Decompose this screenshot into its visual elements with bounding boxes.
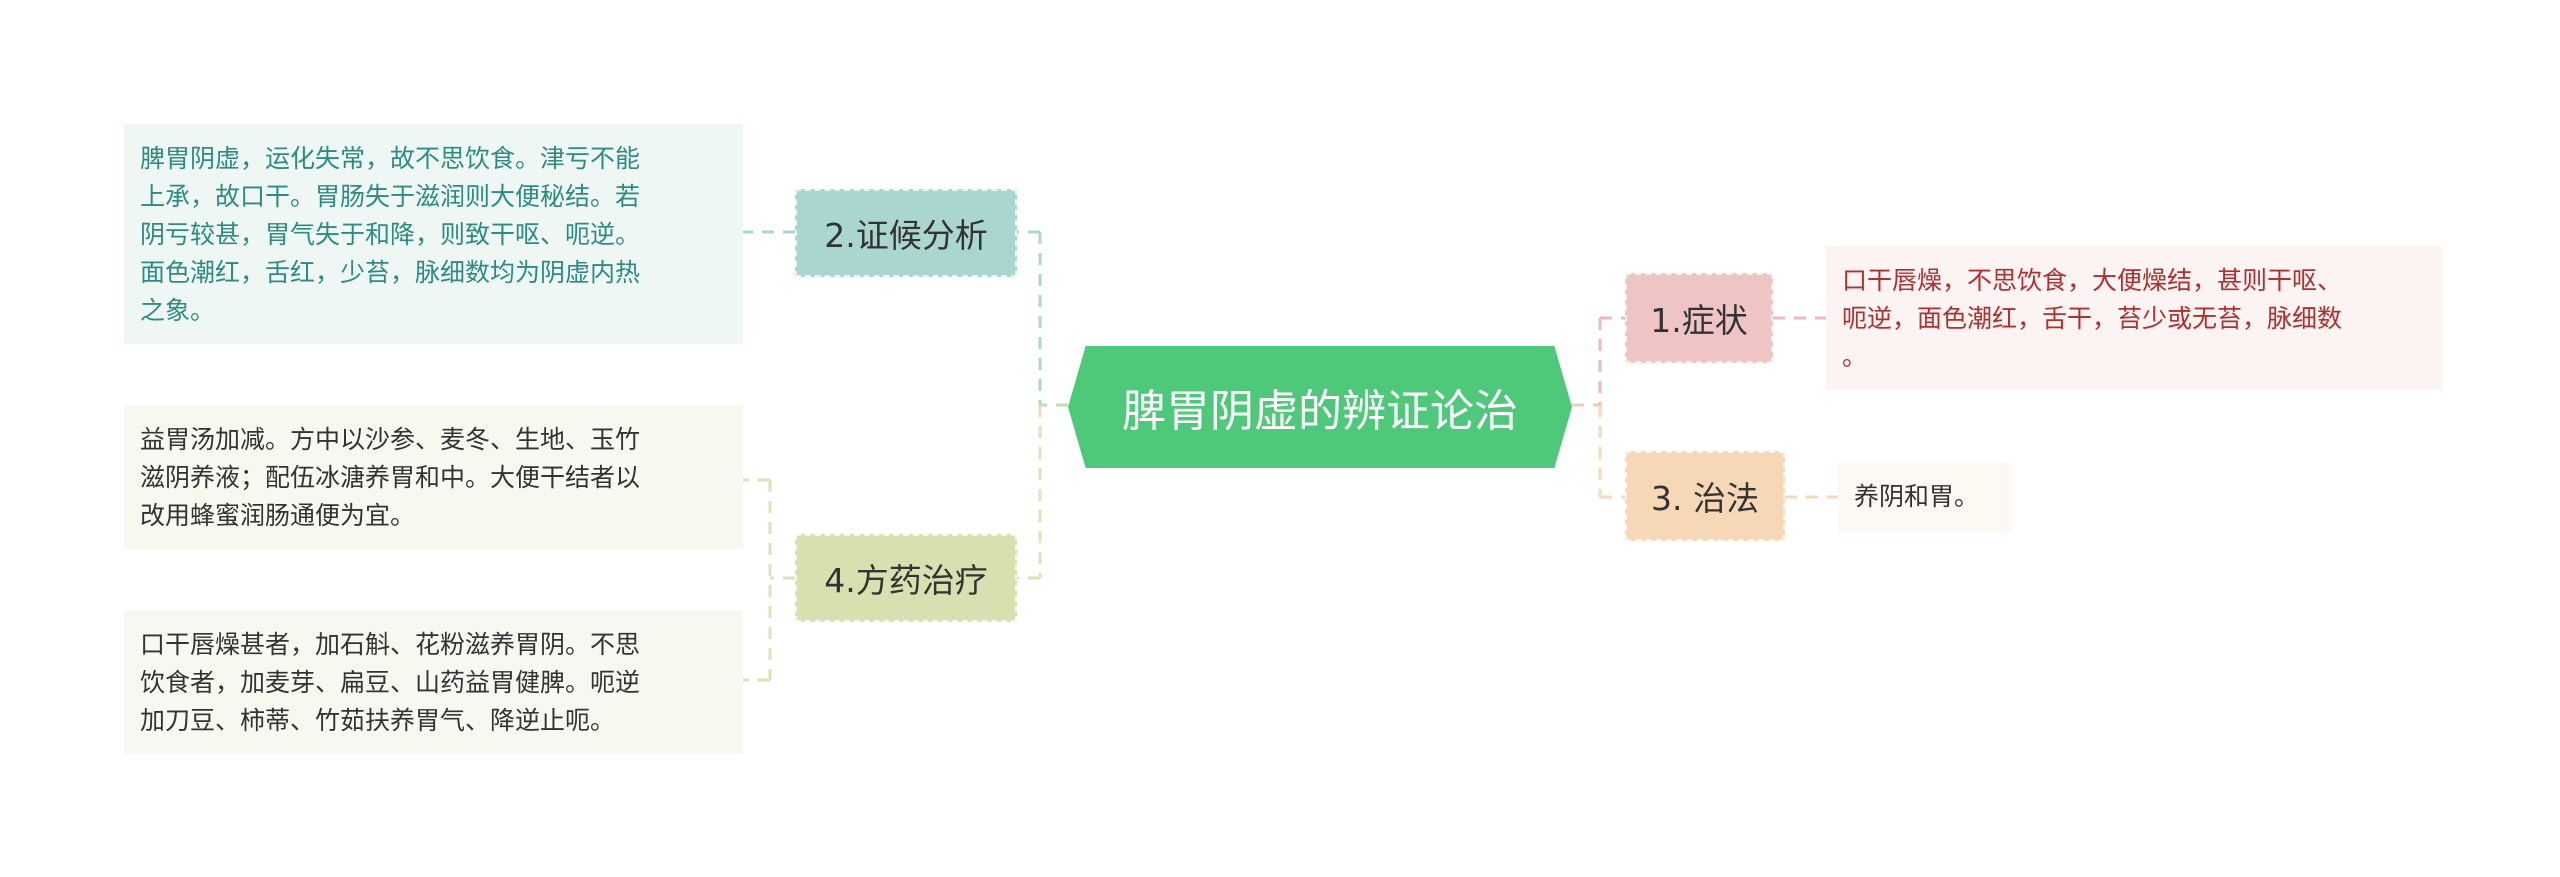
leaf-node-symptoms[interactable]: 口干唇燥，不思饮食，大便燥结，甚则干呕、 呃逆，面色潮红，舌干，苔少或无苔，脉细… <box>1826 246 2442 390</box>
branch-node-syndrome-analysis[interactable]: 2.证候分析 <box>795 189 1017 277</box>
leaf-node-treatment-method[interactable]: 养阴和胃。 <box>1838 462 2012 532</box>
branch-node-prescription[interactable]: 4.方药治疗 <box>795 534 1017 622</box>
leaf-node-syndrome-analysis[interactable]: 脾胃阴虚，运化失常，故不思饮食。津亏不能 上承，故口干。胃肠失于滋润则大便秘结。… <box>124 124 743 344</box>
leaf-node-prescription-base[interactable]: 益胃汤加减。方中以沙参、麦冬、生地、玉竹 滋阴养液；配伍冰溏养胃和中。大便干结者… <box>124 405 743 549</box>
branch-node-treatment-method[interactable]: 3. 治法 <box>1625 451 1785 541</box>
branch-node-symptoms[interactable]: 1.症状 <box>1625 273 1773 363</box>
leaf-node-prescription-modifications[interactable]: 口干唇燥甚者，加石斛、花粉滋养胃阴。不思 饮食者，加麦芽、扁豆、山药益胃健脾。呃… <box>124 610 743 754</box>
central-topic[interactable]: 脾胃阴虚的辨证论治 <box>1068 346 1572 468</box>
